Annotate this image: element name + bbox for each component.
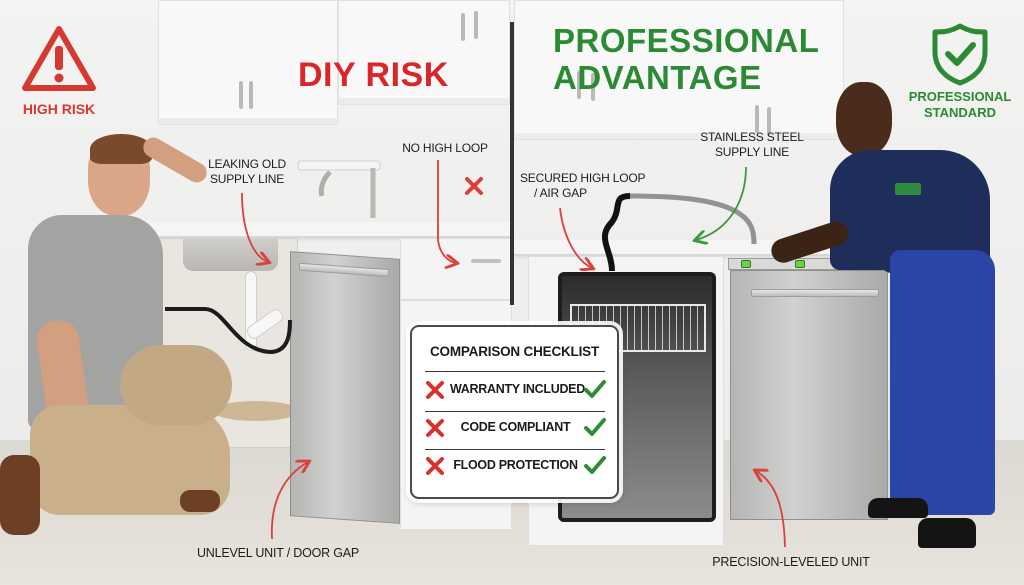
shoe [868,498,928,518]
cabinet-handle [239,81,243,109]
annotation-line: LEAKING OLD [208,157,286,171]
checklist-row-flood: FLOOD PROTECTION [422,453,609,481]
annotation-unlevel-unit: UNLEVEL UNIT / DOOR GAP [196,546,360,560]
checklist-row-code: CODE COMPLIANT [422,415,609,443]
shirt-logo [895,183,921,195]
annotation-precision-leveled: PRECISION-LEVELED UNIT [712,555,870,569]
lower-drawer-left [400,238,512,300]
annotation-line: SUPPLY LINE [209,172,285,186]
dishwasher-handle [751,289,879,297]
countertop-left [150,222,512,238]
annotation-leaking-supply-line: LEAKING OLD SUPPLY LINE [192,157,302,187]
professional-standard-label: PROFESSIONAL STANDARD [900,89,1020,121]
x-mark-icon [426,419,444,437]
checklist-divider [425,371,605,372]
shoe [180,490,220,512]
level-bubble [795,260,805,268]
x-mark-icon [426,457,444,475]
annotation-line: / AIR GAP [534,186,587,200]
cabinet-handle [577,71,581,99]
cabinet-handle [591,73,595,101]
checklist-item-label: CODE COMPLIANT [460,420,571,434]
annotation-stainless-supply-line: STAINLESS STEEL SUPPLY LINE [693,130,811,160]
cabinet-handle [767,107,771,135]
annotation-line: STAINLESS STEEL [700,130,804,144]
upper-cabinet-right [514,0,844,140]
professional-advantage-title: PROFESSIONAL ADVANTAGE [553,22,819,96]
shoe [0,455,40,535]
upper-cabinet-mid [338,0,510,105]
dishwasher-handle [299,262,389,278]
annotation-no-high-loop: NO HIGH LOOP [402,141,488,155]
shield-check-icon [932,23,988,86]
cabinet-handle [249,81,253,109]
blue-coveralls [890,250,995,515]
title-line-2: ADVANTAGE [553,59,762,96]
level-bubble [741,260,751,268]
cabinet-handle [461,13,465,41]
cabinet-handle [474,11,478,39]
head [836,82,892,156]
annotation-line: SUPPLY LINE [714,145,790,159]
check-mark-icon [584,456,606,474]
title-line-1: PROFESSIONAL [553,22,820,59]
drawer-handle [471,259,501,263]
annotation-line: SECURED HIGH LOOP [520,171,646,185]
x-mark-icon [426,381,444,399]
cabinet-handle [755,105,759,133]
checklist-item-label: WARRANTY INCLUDED [450,382,585,396]
checklist-title: COMPARISON CHECKLIST [429,344,599,359]
water-puddle [213,401,299,421]
warning-triangle-icon [22,26,96,91]
comparison-checklist-card: COMPARISON CHECKLIST WARRANTY INCLUDED C… [410,325,619,499]
diy-dishwasher-door [290,251,400,524]
checklist-divider [425,449,605,450]
checklist-row-warranty: WARRANTY INCLUDED [422,377,609,405]
upper-cabinet-left [158,0,338,125]
sink-basin [183,239,278,271]
shoe [918,518,976,548]
knee [120,345,232,425]
hair [90,134,152,164]
badge-line-2: STANDARD [924,105,996,120]
panel-divider [510,22,514,305]
checklist-item-label: FLOOD PROTECTION [453,458,578,472]
diy-risk-title: DIY RISK [298,56,449,94]
high-risk-label: HIGH RISK [22,101,96,117]
check-mark-icon [584,380,606,398]
check-mark-icon [584,418,606,436]
annotation-secured-high-loop: SECURED HIGH LOOP / AIR GAP [520,171,654,201]
checklist-divider [425,411,605,412]
pro-dishwasher-door [730,270,888,520]
badge-line-1: PROFESSIONAL [908,89,1012,104]
